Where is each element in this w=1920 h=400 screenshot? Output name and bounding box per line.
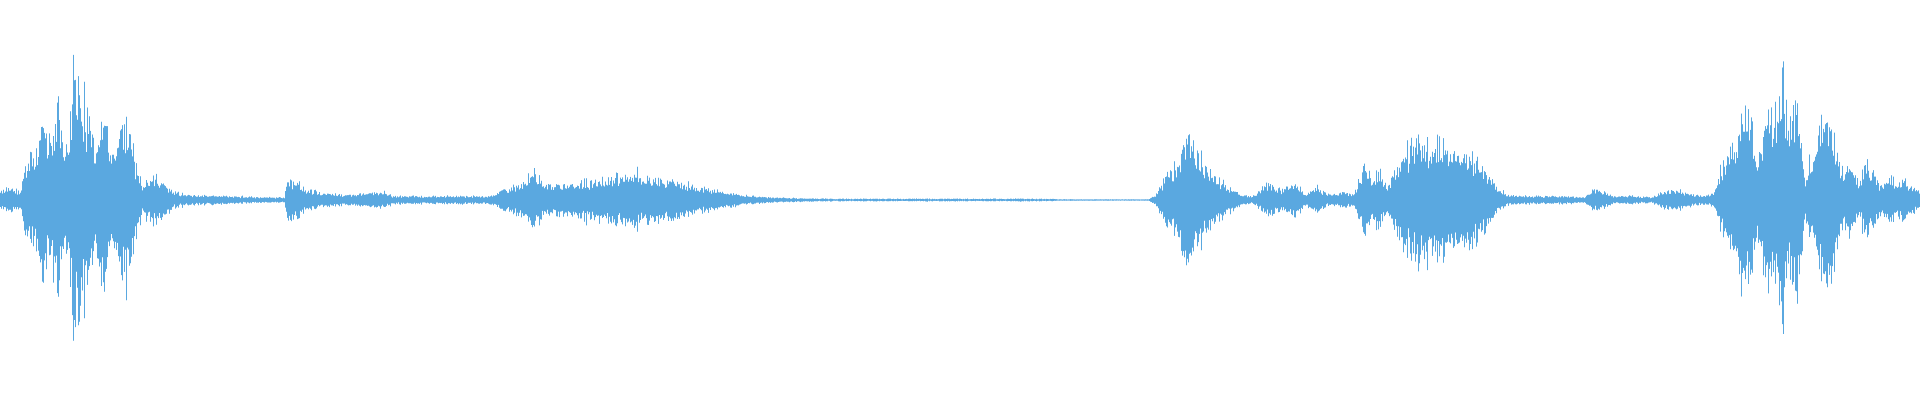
waveform-path xyxy=(0,54,1920,341)
waveform-samples xyxy=(0,54,1920,341)
